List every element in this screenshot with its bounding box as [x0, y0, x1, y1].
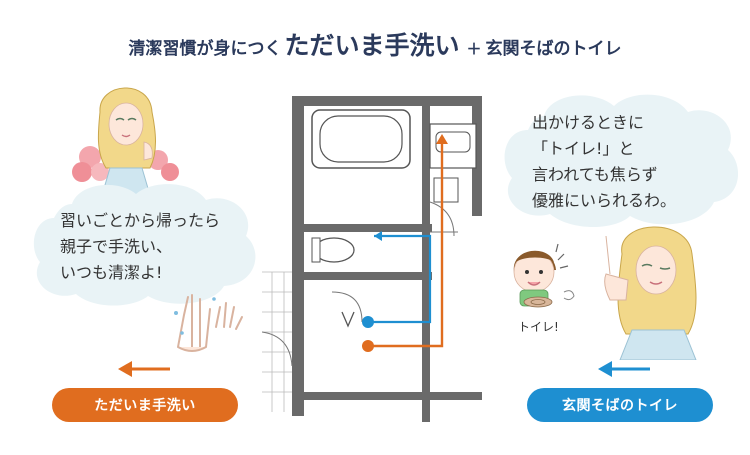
headline-part-2: ただいま手洗い [284, 31, 460, 60]
right-bubble-line-4: 優雅にいられるわ。 [532, 191, 677, 210]
headline-part-4: 玄関そばのトイレ [485, 39, 622, 59]
headline-part-1: 清潔習慣が身につく [128, 39, 282, 59]
washing-hands-illustration [174, 294, 243, 352]
floor-plan [262, 96, 482, 422]
kid-exclaim-text: トイレ! [518, 320, 559, 334]
right-bubble-text: 出かけるときに 「トイレ!」と 言われても焦らず 優雅にいられるわ。 [532, 110, 676, 214]
left-speech-bubble [33, 184, 256, 306]
right-speech-bubble [504, 94, 739, 227]
label-tadaima-tearai: ただいま手洗い [52, 388, 238, 422]
right-bubble-line-3: 言われても焦らず [532, 165, 658, 184]
left-arrow-icon [118, 361, 170, 377]
headline-plus: ＋ [466, 40, 482, 58]
left-bubble-line-2: 親子で手洗い、 [60, 237, 173, 256]
headline: 清潔習慣が身につくただいま手洗い ＋玄関そばのトイレ [0, 26, 750, 62]
label-genkan-toilet: 玄関そばのトイレ [527, 388, 713, 422]
right-section-arrow-icon [598, 361, 650, 377]
right-bubble-line-2: 「トイレ!」と [532, 139, 635, 158]
left-bubble-line-1: 習いごとから帰ったら [60, 211, 221, 230]
right-bubble-line-1: 出かけるときに [532, 113, 645, 132]
left-bubble-line-3: いつも清潔よ! [60, 263, 163, 282]
kid-illustration [513, 243, 575, 308]
right-woman-illustration [604, 226, 697, 360]
left-bubble-text: 習いごとから帰ったら 親子で手洗い、 いつも清潔よ! [60, 208, 220, 286]
